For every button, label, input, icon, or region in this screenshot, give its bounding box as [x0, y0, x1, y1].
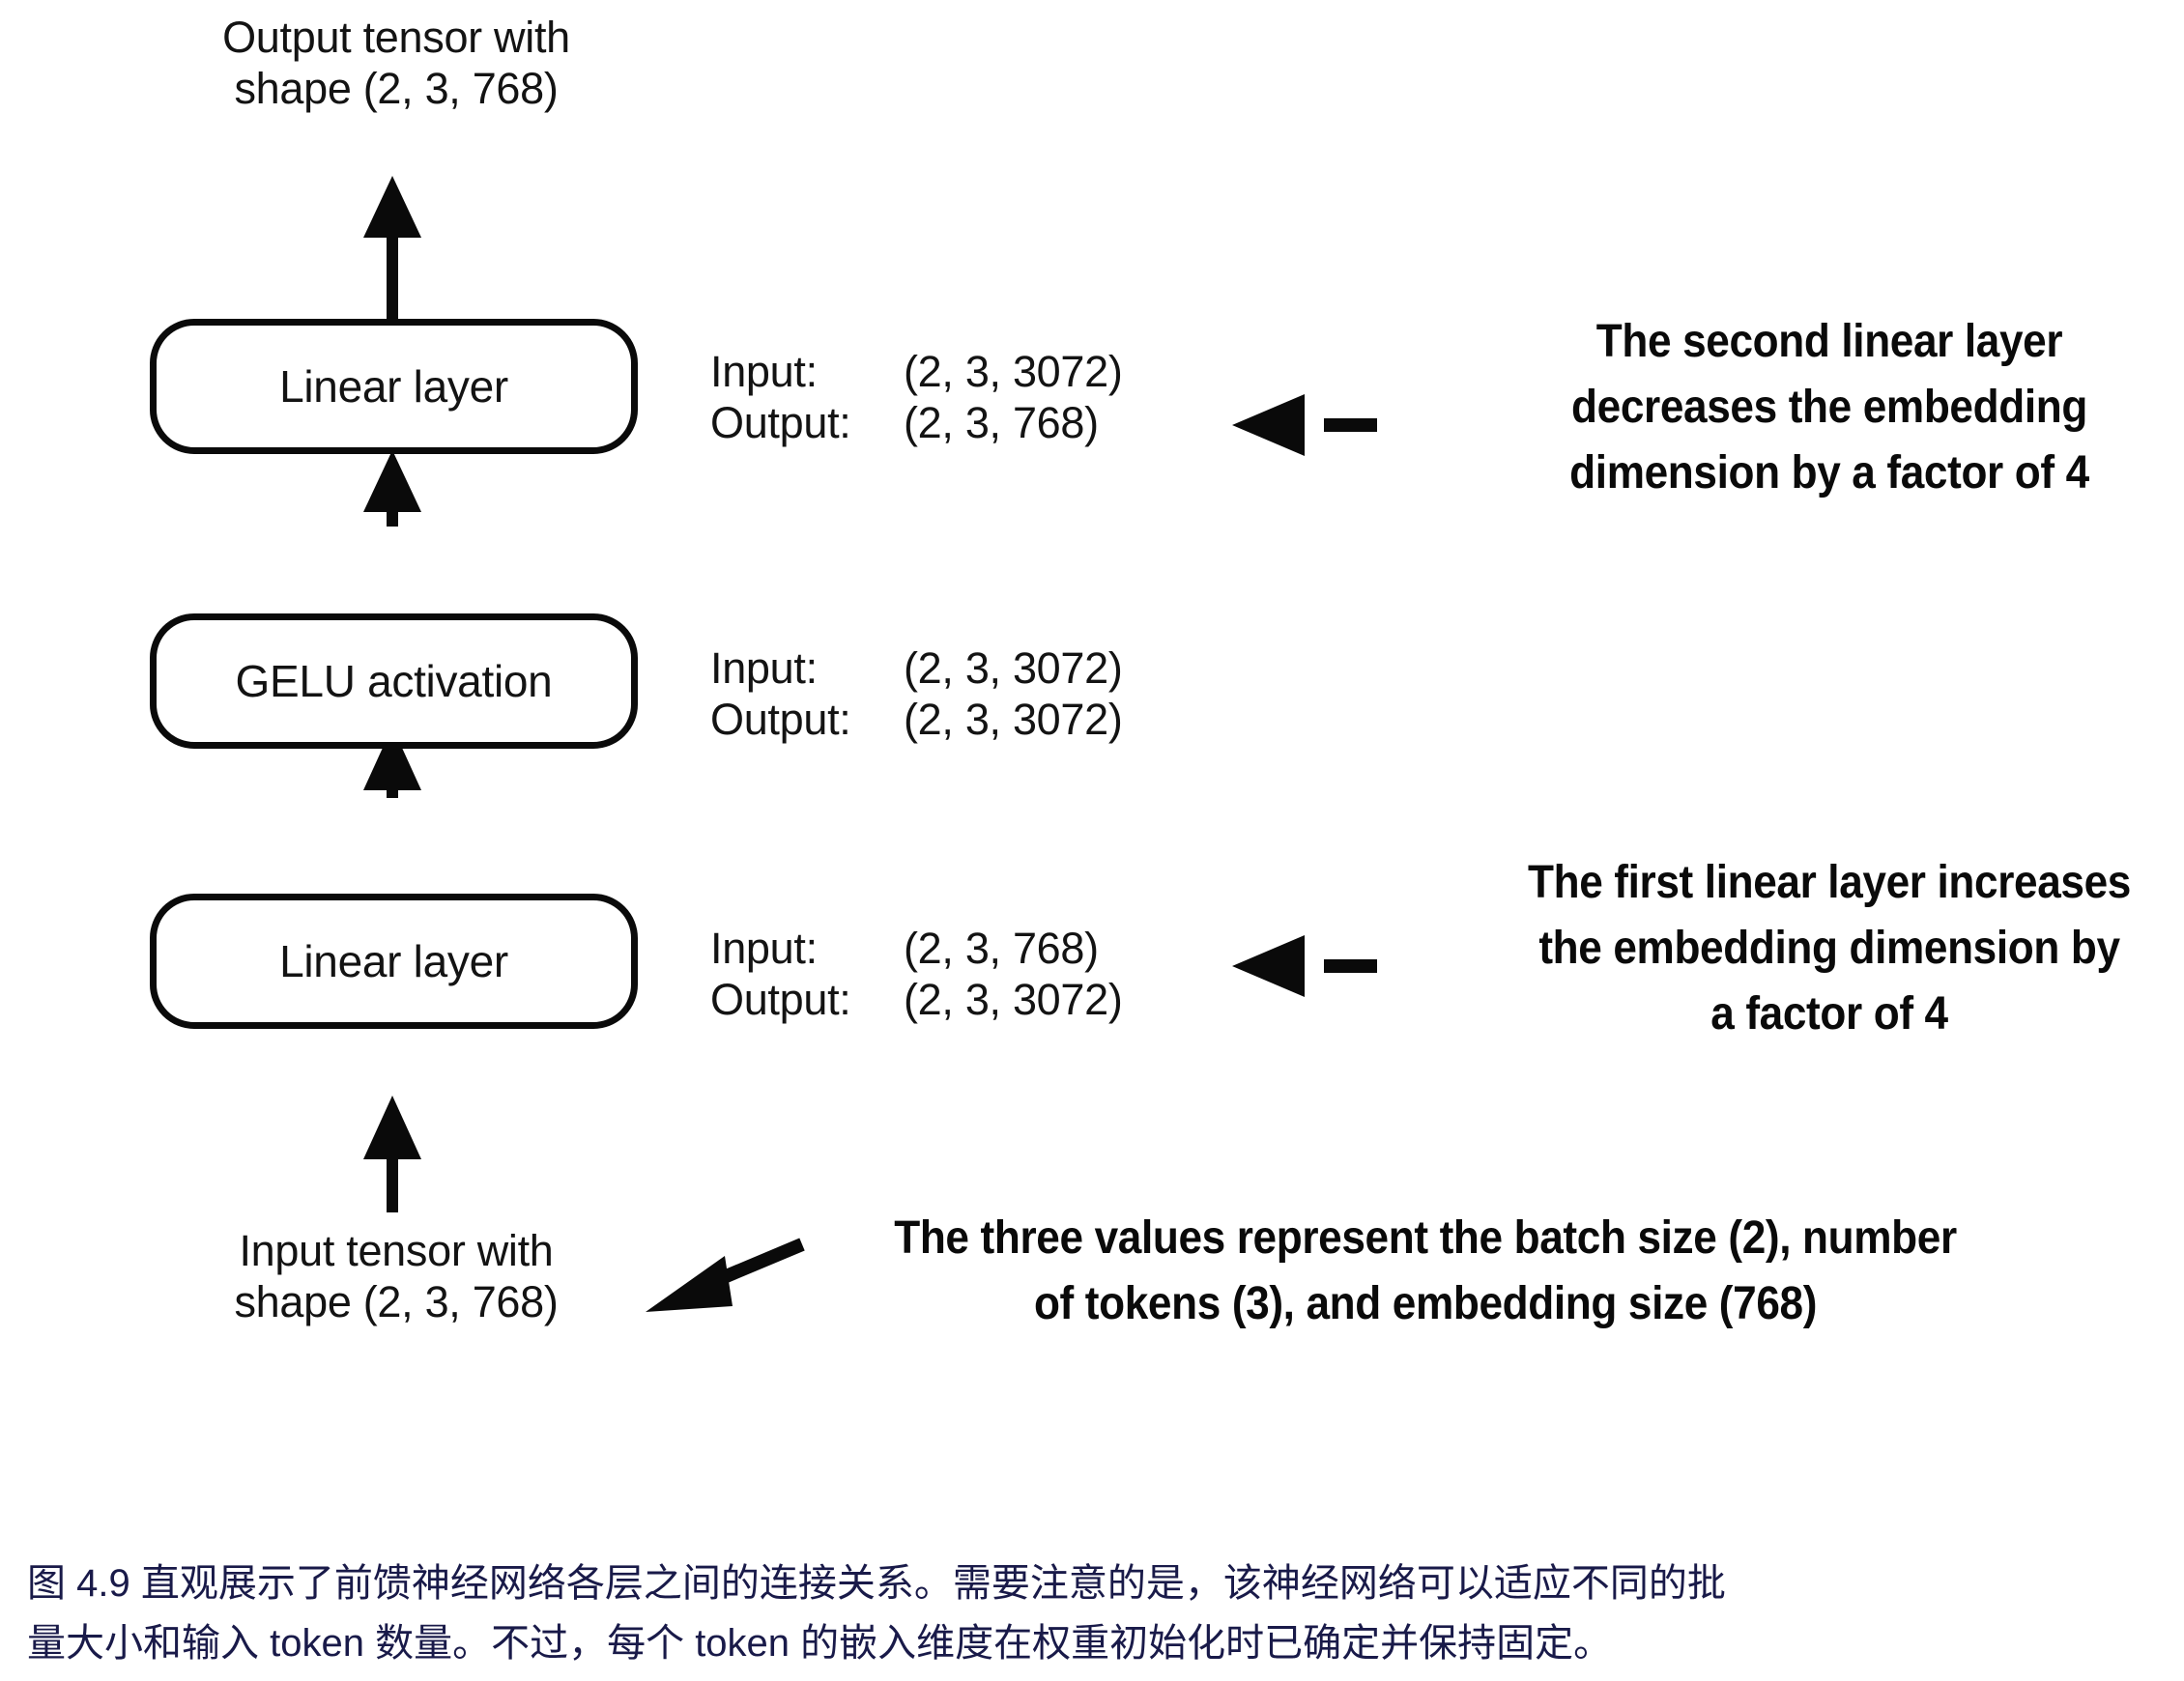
io-spec-linear-second: Input: (2, 3, 3072) Output: (2, 3, 768) [710, 346, 1123, 448]
io-output-key: Output: [710, 398, 851, 448]
io-input-value: (2, 3, 3072) [904, 643, 1123, 693]
figure-caption: 图 4.9 直观展示了前馈神经网络各层之间的连接关系。需要注意的是，该神经网络可… [27, 1562, 1726, 1665]
flow-arrow-input-to-linear1 [363, 1096, 421, 1212]
node-label: GELU activation [235, 656, 553, 706]
node-linear-layer-first[interactable]: Linear layer [150, 894, 638, 1029]
io-spec-gelu: Input: (2, 3, 3072) Output: (2, 3, 3072) [710, 642, 1123, 745]
node-gelu-activation[interactable]: GELU activation [150, 613, 638, 749]
annotation-first-linear-layer: The first linear layer increases the emb… [1528, 857, 2131, 1040]
io-row-output: Output: (2, 3, 3072) [710, 694, 1123, 745]
callout-arrow-second-linear [1232, 394, 1377, 456]
io-row-output: Output: (2, 3, 3072) [710, 974, 1123, 1025]
node-label: Linear layer [279, 936, 508, 986]
annotation-second-linear-layer: The second linear layer decreases the em… [1569, 316, 2089, 499]
io-row-output: Output: (2, 3, 768) [710, 397, 1123, 448]
io-output-value: (2, 3, 3072) [904, 975, 1123, 1025]
io-input-key: Input: [710, 643, 818, 693]
io-output-key: Output: [710, 695, 851, 745]
flow-arrow-gelu-to-linear2 [363, 450, 421, 527]
io-row-input: Input: (2, 3, 768) [710, 923, 1123, 974]
io-input-value: (2, 3, 768) [904, 924, 1099, 973]
io-spec-linear-first: Input: (2, 3, 768) Output: (2, 3, 3072) [710, 923, 1123, 1025]
io-output-key: Output: [710, 975, 851, 1025]
io-input-key: Input: [710, 924, 818, 973]
io-input-key: Input: [710, 347, 818, 396]
io-row-input: Input: (2, 3, 3072) [710, 346, 1123, 397]
annotation-three-values: The three values represent the batch siz… [894, 1212, 1957, 1330]
flow-arrow-out-to-output [363, 176, 421, 319]
node-linear-layer-second[interactable]: Linear layer [150, 319, 638, 454]
io-input-value: (2, 3, 3072) [904, 347, 1123, 396]
io-output-value: (2, 3, 768) [904, 398, 1099, 448]
node-label: Linear layer [279, 361, 508, 412]
io-output-value: (2, 3, 3072) [904, 695, 1123, 745]
io-row-input: Input: (2, 3, 3072) [710, 642, 1123, 694]
input-tensor-label: Input tensor with shape (2, 3, 768) [234, 1226, 559, 1327]
callout-arrow-first-linear [1232, 935, 1377, 997]
output-tensor-label: Output tensor with shape (2, 3, 768) [222, 13, 570, 114]
